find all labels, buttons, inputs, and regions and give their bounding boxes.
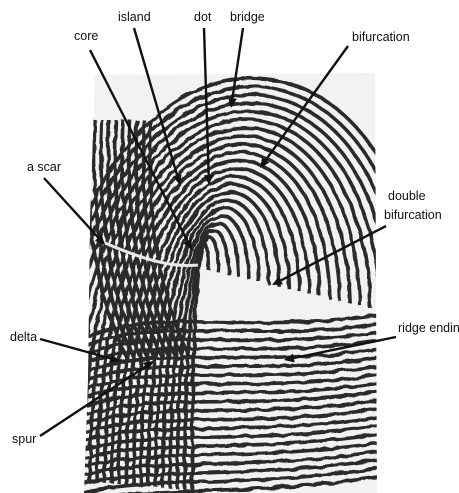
arrow-scar: [44, 178, 98, 238]
label-spur: spur: [12, 432, 36, 446]
label-bifurcation: bifurcation: [352, 30, 410, 44]
label-bridge: bridge: [230, 10, 265, 24]
label-scar: a scar: [27, 160, 61, 174]
label-island: island: [118, 10, 151, 24]
label-double-line1: double: [388, 189, 426, 203]
label-double-line2: bifurcation: [384, 208, 442, 222]
fingerprint-image: [39, 70, 421, 493]
label-delta: delta: [10, 330, 37, 344]
label-dot: dot: [194, 10, 212, 24]
label-ridge-ending: ridge ending: [398, 321, 459, 335]
label-core: core: [74, 29, 98, 43]
